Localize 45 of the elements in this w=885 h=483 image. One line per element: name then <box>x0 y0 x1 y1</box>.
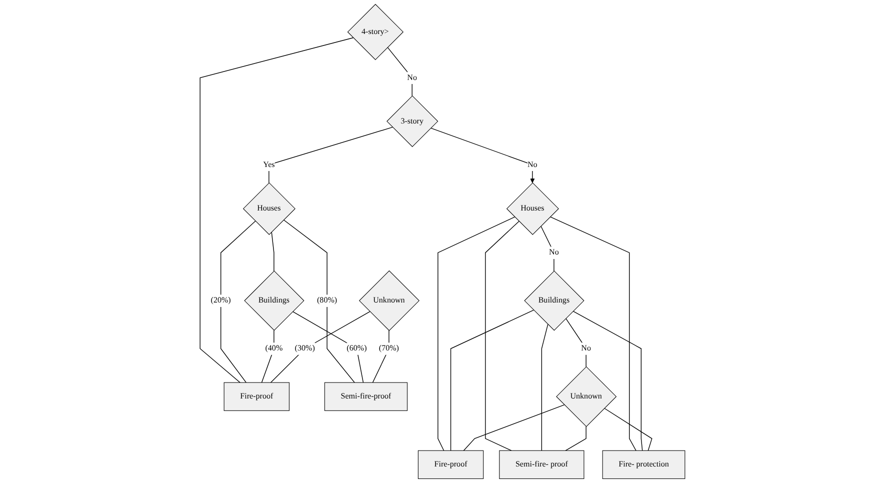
node-diamond: Unknown <box>358 270 420 331</box>
node-diamond: Houses <box>506 182 559 235</box>
node-box: Fire- protection <box>602 450 686 479</box>
edge-label: (80%) <box>317 296 338 305</box>
node-box: Fire-proof <box>418 450 484 479</box>
node-box: Semi-fire- proof <box>499 450 584 479</box>
connector <box>541 324 548 451</box>
connector <box>572 310 643 451</box>
node-diamond: Buildings <box>524 270 584 331</box>
edge-label: (40% <box>265 344 283 353</box>
connector <box>270 311 370 383</box>
node-diamond: 3-story <box>386 95 438 148</box>
connector <box>604 408 652 451</box>
arrow <box>430 128 535 184</box>
edge-label: No <box>528 160 538 169</box>
connector <box>283 220 355 383</box>
edge-label: No <box>581 344 591 353</box>
edge-label: Yes <box>263 160 275 169</box>
connector <box>387 46 412 96</box>
edge-label: (60%) <box>346 344 367 353</box>
edge-label: (20%) <box>210 296 231 305</box>
connector <box>292 311 364 383</box>
connector <box>220 220 256 383</box>
edge-label: No <box>407 73 418 82</box>
connector <box>261 330 274 383</box>
connector <box>271 232 274 272</box>
node-diamond: Unknown <box>556 366 617 427</box>
connector <box>485 220 520 451</box>
connector <box>463 404 565 451</box>
node-box: Semi-fire-proof <box>324 382 408 411</box>
connector <box>200 37 354 383</box>
node-box: Fire-proof <box>224 382 290 411</box>
connector <box>268 126 393 184</box>
connector <box>565 426 586 451</box>
connector <box>450 310 534 451</box>
edge-label: No <box>549 248 559 257</box>
edge-label: (70%) <box>378 344 399 353</box>
edge-label: (30%) <box>294 344 315 353</box>
node-diamond: Buildings <box>244 270 304 331</box>
connector <box>550 216 636 451</box>
connector <box>540 226 554 272</box>
connector <box>566 318 586 368</box>
node-diamond: Houses <box>242 182 296 235</box>
connector <box>438 216 516 451</box>
node-diamond: 4-story> <box>347 4 404 60</box>
